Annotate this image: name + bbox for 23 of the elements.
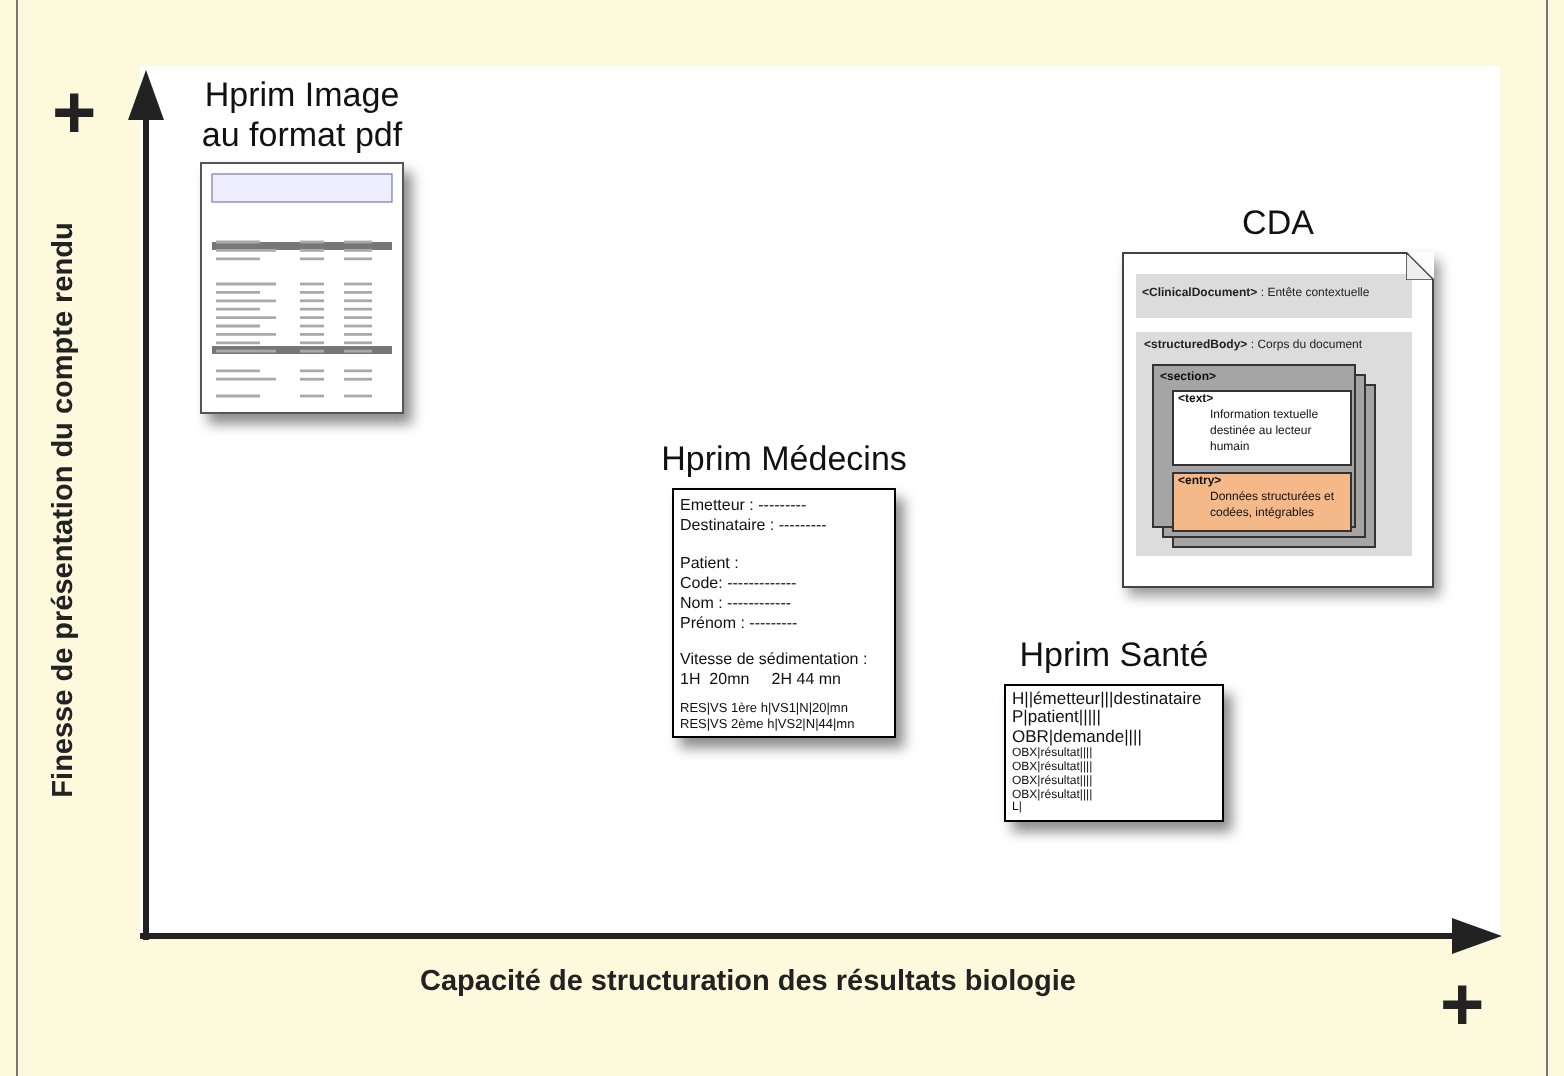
- document-title: CDA: [1242, 204, 1314, 242]
- text-line: Code: -------------: [680, 573, 797, 592]
- text-line: OBR|demande||||: [1012, 726, 1142, 747]
- plus-sign: +: [1440, 964, 1485, 1048]
- text-line: Vitesse de sédimentation :: [680, 649, 868, 668]
- text-line: Destinataire : ---------: [680, 515, 827, 534]
- text-line: Nom : ------------: [680, 593, 792, 612]
- axis-label: Capacité de structuration des résultats biologie: [420, 966, 1076, 998]
- document-title: Hprim Santé: [1019, 636, 1209, 674]
- plus-sign: +: [52, 72, 97, 156]
- text-line: 1H 20mn 2H 44 mn: [680, 669, 841, 688]
- header-band: [1136, 273, 1412, 318]
- document-title: Hprim Médecins: [661, 440, 907, 478]
- entry-card: [1172, 471, 1352, 532]
- text-line: Patient :: [680, 553, 739, 572]
- text-line: Emetteur : ---------: [680, 495, 807, 514]
- axis-label: Finesse de présentation du compte rendu: [48, 222, 81, 798]
- text-card: [1172, 389, 1352, 466]
- text-line: H||émetteur|||destinataire: [1012, 687, 1202, 708]
- text-line: Prénom : ---------: [680, 613, 798, 632]
- body-band: [1136, 331, 1412, 556]
- text-line: P|patient|||||: [1012, 706, 1101, 727]
- document-title: Hprim Image au format pdf: [201, 76, 403, 154]
